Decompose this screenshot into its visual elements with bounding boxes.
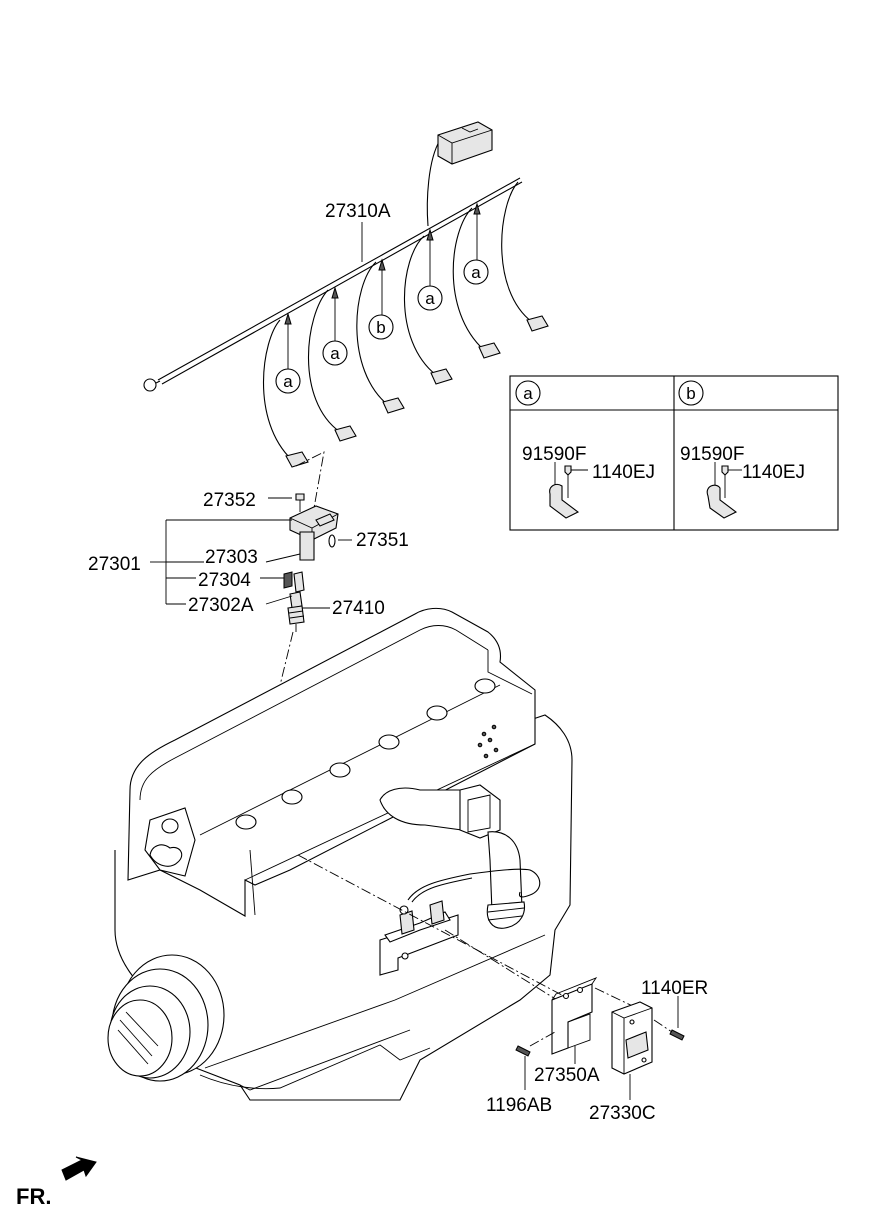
ignition-coil-group: 27352 27351 [88,451,409,826]
callout-a-1: a [275,368,301,394]
o-ring [328,534,336,548]
label-27352: 27352 [203,490,256,511]
label-27301: 27301 [88,554,141,575]
callout-a-4: a [463,259,489,285]
label-1140EJ-a: 1140EJ [592,462,655,483]
label-27410: 27410 [332,598,385,619]
harness-clip-a [549,462,588,519]
harness-clip-b [706,462,742,519]
callout-a-2: a [322,340,348,366]
bolt-1140ER [669,1029,685,1041]
svg-text:a: a [283,372,293,391]
branch-connector-5 [478,342,501,359]
detail-table: a b 91590F 1140EJ 91590F 1140EJ [509,375,839,531]
label-1140ER: 1140ER [641,978,708,999]
front-direction-indicator: FR. [16,1156,97,1209]
label-91590F-a: 91590F [522,444,586,465]
branch-connector-2 [334,425,357,442]
label-27303: 27303 [205,547,258,568]
screw-1196AB [515,1045,531,1057]
engine-sensor-mount [379,900,459,976]
label-27304: 27304 [198,570,251,591]
ignition-module [611,1001,653,1075]
label-91590F-b: 91590F [680,444,744,465]
spark-plug [287,591,305,632]
coil-boot [293,571,305,593]
ignition-coil [289,505,339,561]
svg-text:a: a [425,289,435,308]
svg-text:a: a [523,384,533,403]
branch-connector-3 [382,397,405,414]
label-27302A: 27302A [188,595,254,616]
wiring-harness [143,121,549,468]
label-27310A: 27310A [325,201,391,222]
label-27350A: 27350A [534,1065,600,1086]
label-1140EJ-b: 1140EJ [742,462,805,483]
coolant-pipe [379,784,526,929]
module-bracket [551,977,598,1055]
detail-header-b: b [678,380,704,406]
label-27351: 27351 [356,530,409,551]
front-label: FR. [16,1184,51,1209]
svg-text:b: b [686,384,695,403]
engine-block [107,607,576,1101]
callout-a-3: a [417,285,443,311]
callout-b-1: b [368,314,394,340]
svg-text:a: a [471,263,481,282]
spring [283,571,293,589]
svg-text:a: a [330,344,340,363]
sensor-bolt [295,493,305,512]
detail-header-a: a [515,380,541,406]
label-1196AB: 1196AB [486,1095,552,1116]
harness-main-connector [437,121,493,165]
branch-connector-6 [526,315,549,332]
branch-connector-1 [285,451,309,468]
branch-connector-4 [430,368,453,385]
svg-text:b: b [376,318,385,337]
crank-pulley [107,954,225,1082]
label-27330C: 27330C [589,1103,656,1124]
